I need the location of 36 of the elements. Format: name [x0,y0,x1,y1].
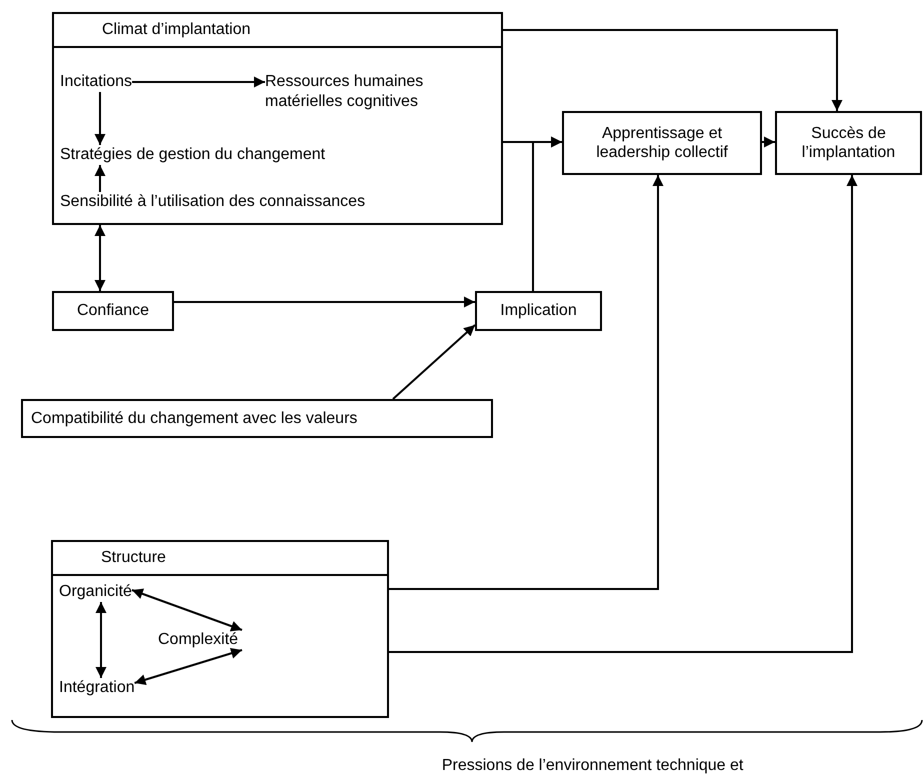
concept-label: Complexité [158,630,238,650]
concept-label: Intégration [59,678,135,698]
arrow [389,175,664,590]
group-box [51,540,389,718]
arrow [94,165,106,192]
concept-box [775,111,922,175]
arrow [503,29,842,111]
arrow [392,324,476,400]
bracket-caption: Pressions de l’environnement technique et [442,757,744,775]
arrow [96,602,106,678]
concept-label: Organicité [59,582,132,602]
concept-label: Sensibilité à l’utilisation des connaissances [60,192,366,212]
concept-label: Implication [500,301,577,321]
arrow [94,92,106,145]
concept-box [52,291,174,331]
arrow [134,648,242,686]
arrow [174,296,475,308]
arrow [503,136,562,148]
group-title: Structure [101,549,166,567]
concept-label: Succès de l’implantation [800,124,896,162]
arrow [762,136,775,148]
group-box [52,12,503,225]
arrow [94,225,106,291]
concept-label: Confiance [76,301,150,321]
concept-label: Incitations [60,72,132,92]
arrow [132,588,242,632]
concept-label: Stratégies de gestion du changement [60,145,326,165]
concept-box [562,111,762,175]
concept-label: Ressources humaines matérielles cognitives [265,72,425,112]
arrow [132,76,265,88]
concept-label: Compatibilité du changement avec les valeurs [31,408,358,428]
concept-box [475,291,602,331]
group-title: Climat d’implantation [102,21,251,39]
concept-label: Apprentissage et leadership collectif [595,124,729,162]
arrow [389,175,858,653]
concept-box [21,399,493,438]
